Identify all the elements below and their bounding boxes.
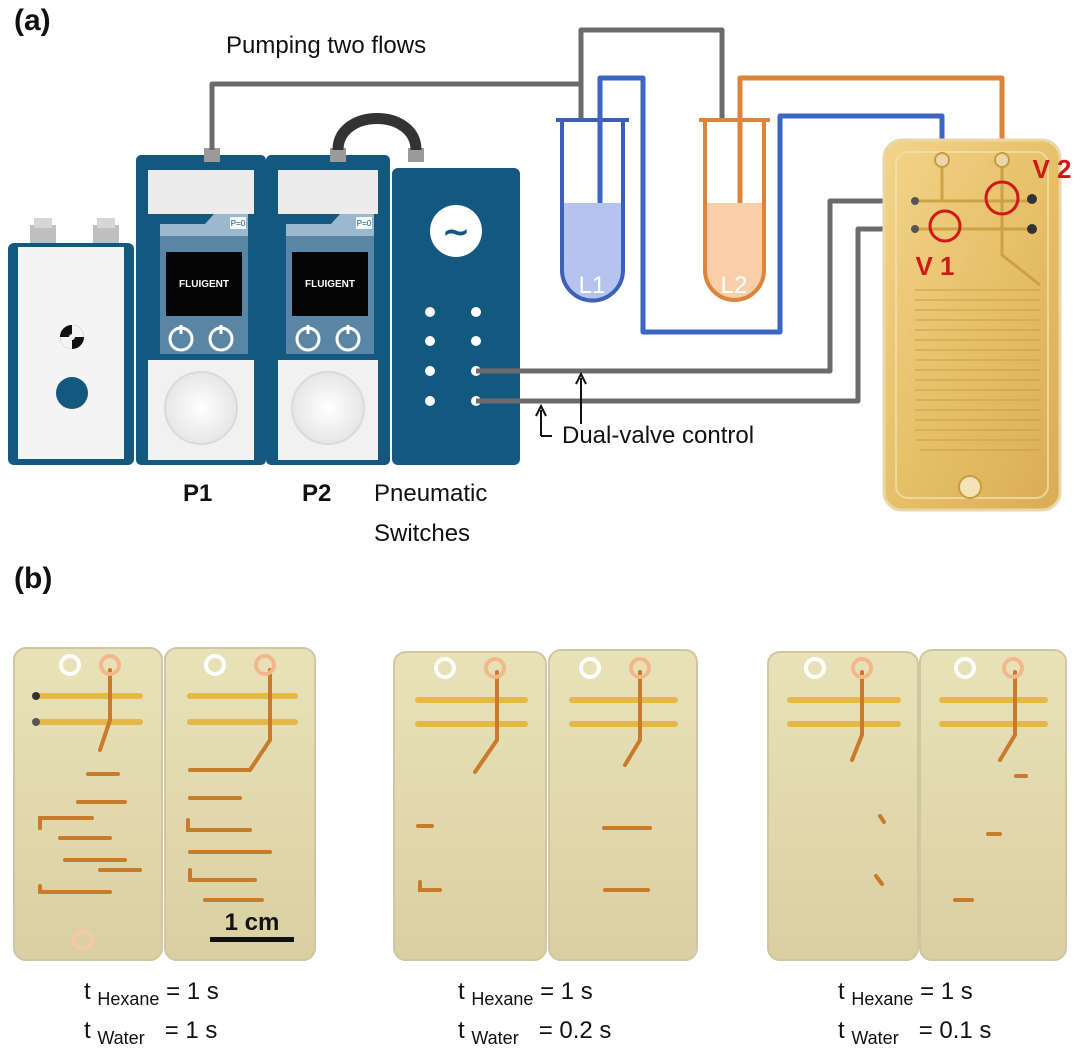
p1-label: P1 [183, 480, 213, 507]
reservoir-l2-label: L2 [721, 272, 748, 299]
scale-bar-label: 1 cm [225, 909, 280, 936]
panel-b-photos: 1 cm [13, 647, 1067, 961]
switches-label-line1: Pneumatic [374, 480, 488, 507]
valve-2-label: V 2 [1032, 154, 1071, 184]
svg-text:~: ~ [442, 212, 471, 252]
panel-a-label: (a) [14, 4, 51, 37]
pump-p2: P=0 FLUIGENT [266, 148, 424, 465]
connector-hose [332, 113, 422, 151]
microfluidic-chip: V 1 V 2 [882, 138, 1072, 512]
hexane-subscript: Hexane [97, 989, 160, 1009]
water-subscript: Water [851, 1028, 899, 1048]
reservoir-l1: L1 [556, 118, 629, 303]
status-dot-icon [56, 377, 88, 409]
chip-photo [13, 647, 163, 961]
hexane-value: = 1 s [166, 978, 219, 1005]
chip-photo [919, 649, 1067, 961]
dual-valve-arrows [535, 371, 587, 437]
chip-photo [164, 647, 316, 961]
hexane-subscript: Hexane [851, 989, 914, 1009]
dual-valve-label: Dual-valve control [562, 422, 755, 449]
hexane-value: = 1 s [920, 978, 973, 1005]
condition-1: t Hexane = 1 s t Water = 1 s [84, 978, 219, 1048]
fluigent-logo: FLUIGENT [305, 279, 355, 290]
scale-bar [210, 937, 294, 942]
chip-photo [393, 651, 547, 961]
pumping-label: Pumping two flows [226, 32, 427, 59]
switch-ports [425, 307, 481, 406]
p2-label: P2 [302, 480, 332, 507]
pump-dial-icon [291, 371, 365, 445]
chip-photo [767, 651, 919, 961]
water-value: = 1 s [164, 1017, 218, 1044]
valve-2-marker [984, 180, 1020, 216]
fan-icon [60, 325, 84, 349]
pneumatic-switch-unit: ~ [392, 168, 520, 465]
water-value: = 0.1 s [918, 1017, 992, 1044]
fluigent-logo: FLUIGENT [179, 279, 229, 290]
chip-photo [548, 649, 698, 961]
water-value: = 0.2 s [538, 1017, 612, 1044]
valve-1-label: V 1 [915, 251, 954, 281]
hexane-value: = 1 s [540, 978, 593, 1005]
pressure-badge: P=0 [357, 219, 372, 228]
switches-label-line2: Switches [374, 520, 471, 547]
hexane-subscript: Hexane [471, 989, 534, 1009]
hexane-tubing [597, 75, 945, 335]
condition-3: t Hexane = 1 s t Water = 0.1 s [838, 978, 992, 1048]
pump-p1: P=0 FLUIGENT [136, 148, 266, 465]
pump-dial-icon [164, 371, 238, 445]
condition-2: t Hexane = 1 s t Water = 0.2 s [458, 978, 612, 1048]
tilde-icon [430, 205, 482, 257]
panel-b-label: (b) [14, 562, 53, 595]
pressure-badge: P=0 [231, 219, 246, 228]
valve-1-marker [928, 209, 962, 243]
water-subscript: Water [471, 1028, 519, 1048]
water-subscript: Water [97, 1028, 145, 1048]
reservoir-l1-label: L1 [579, 272, 606, 299]
water-tubing [737, 75, 1005, 245]
reservoir-l2: L2 [699, 118, 770, 302]
fan-unit [8, 218, 134, 465]
